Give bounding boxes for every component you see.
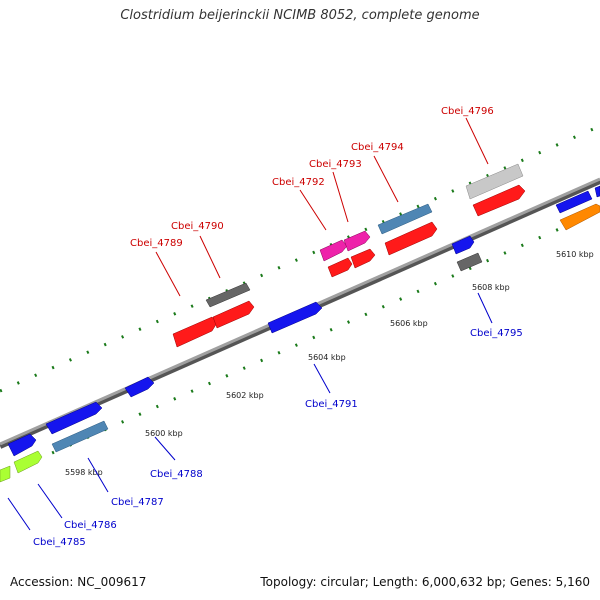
gene-label: Cbei_4794 (351, 142, 404, 153)
scale-label: 5602 kbp (226, 391, 264, 400)
gene-feature-steel-blue (377, 203, 433, 235)
gene-feature-red (212, 300, 255, 329)
gene-feature-blue (124, 376, 155, 398)
gene-label: Cbei_4796 (441, 106, 494, 117)
leader-line (477, 292, 493, 324)
gene-label: Cbei_4790 (171, 221, 224, 232)
leader-line (373, 155, 399, 203)
gene-label: Cbei_4786 (64, 520, 117, 531)
gene-feature-red (172, 316, 218, 348)
gene-feature-lime (13, 450, 43, 474)
leader-line (313, 363, 331, 394)
scale-label: 5604 kbp (308, 353, 346, 362)
gene-feature-blue (7, 433, 37, 457)
leader-line (465, 117, 489, 165)
gene-feature-blue (45, 401, 103, 435)
scale-label: 5598 kbp (65, 468, 103, 477)
leader-lines (7, 117, 493, 531)
gene-feature-light-grey (465, 163, 524, 200)
gene-labels: Cbei_4785 Cbei_4786 Cbei_4787 Cbei_4788 … (33, 106, 523, 548)
leader-line (87, 457, 109, 493)
gene-feature-orange (559, 203, 600, 231)
accession-text: Accession: NC_009617 (10, 575, 147, 589)
gene-feature-lime (0, 465, 11, 483)
gene-label: Cbei_4785 (33, 537, 86, 548)
gene-label: Cbei_4793 (309, 159, 362, 170)
gene-feature-blue (594, 185, 600, 198)
gene-feature-blue (451, 235, 475, 255)
scale-label: 5606 kbp (390, 319, 428, 328)
gene-feature-red (327, 257, 353, 278)
leader-line (154, 436, 176, 461)
gene-feature-red (384, 221, 438, 256)
scale-label: 5608 kbp (472, 283, 510, 292)
gene-label: Cbei_4795 (470, 328, 523, 339)
gene-feature-magenta (319, 239, 348, 262)
leader-line (37, 483, 63, 519)
gene-feature-blue (555, 190, 593, 214)
gene-feature-grey (205, 282, 251, 308)
gene-feature-blue (267, 301, 323, 334)
gene-label: Cbei_4792 (272, 177, 325, 188)
gene-label: Cbei_4788 (150, 469, 203, 480)
scale-label: 5600 kbp (145, 429, 183, 438)
gene-label: Cbei_4787 (111, 497, 164, 508)
leader-line (299, 189, 327, 231)
topology-text: Topology: circular; Length: 6,000,632 bp… (260, 575, 590, 589)
gene-feature-steel-blue (51, 420, 109, 453)
gene-label: Cbei_4791 (305, 399, 358, 410)
gene-feature-grey (456, 252, 483, 272)
gene-features (0, 163, 600, 483)
gene-label: Cbei_4789 (130, 238, 183, 249)
leader-line (199, 235, 221, 279)
gene-feature-red (350, 248, 376, 269)
gene-feature-red (472, 184, 526, 217)
scale-label: 5610 kbp (556, 250, 594, 259)
leader-line (332, 171, 349, 223)
leader-line (155, 251, 181, 297)
tick-row-forward (0, 124, 600, 393)
scale-labels: 5598 kbp 5600 kbp 5602 kbp 5604 kbp 5606… (65, 250, 594, 477)
leader-line (7, 497, 31, 531)
map-title: Clostridium beijerinckii NCIMB 8052, com… (120, 8, 480, 23)
gene-feature-magenta (343, 230, 371, 252)
